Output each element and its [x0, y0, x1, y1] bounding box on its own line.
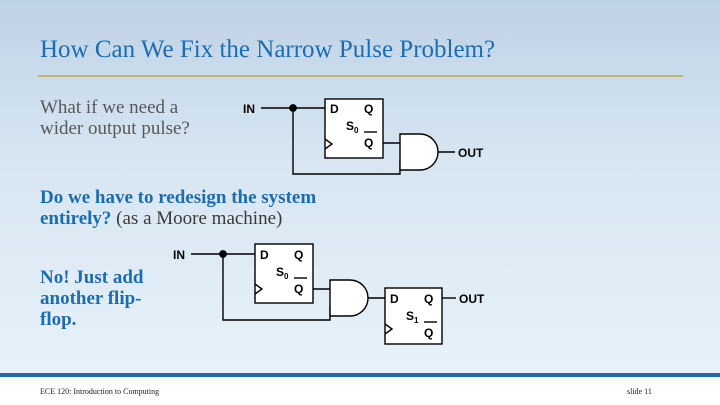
title-divider — [38, 75, 683, 77]
c1-and-gate — [399, 133, 439, 171]
c1-ff-state: S0 — [346, 119, 359, 135]
c2-ff1-state: S1 — [406, 309, 419, 325]
c1-clock-triangle — [324, 138, 334, 150]
c2-and-gate — [329, 279, 369, 317]
c2-ff1-d: D — [390, 292, 399, 306]
c2-ff0-qbar: Q — [294, 282, 303, 296]
c1-ff-q: Q — [364, 102, 373, 116]
footer-slide-number: slide 11 — [627, 387, 652, 396]
c2-ff0-state: S0 — [276, 265, 289, 281]
c1-ff-d: D — [330, 102, 339, 116]
answer-line-1: No! Just add — [40, 267, 144, 288]
footer — [0, 377, 720, 405]
c1-ff-qbar: Q — [364, 136, 373, 150]
c2-output-label: OUT — [459, 292, 485, 306]
c2-ff0-d: D — [260, 248, 269, 262]
circuit-1: IN D Q Q S0 OUT — [243, 98, 484, 175]
c1-input-label: IN — [243, 102, 255, 116]
intro-line-1: What if we need a — [40, 97, 179, 118]
question-line-2: entirely? — [40, 208, 112, 229]
c2-flipflop-0 — [254, 243, 314, 304]
question-line-1: Do we have to redesign the system — [40, 187, 317, 208]
question-aside: (as a Moore machine) — [111, 208, 283, 229]
c2-ff1-qbar: Q — [424, 326, 433, 340]
c2-input-label: IN — [173, 248, 185, 262]
footer-divider — [0, 373, 720, 377]
question-text: Do we have to redesign the system entire… — [40, 187, 316, 229]
footer-course: ECE 120: Introduction to Computing — [40, 387, 160, 396]
c2-ff0-q: Q — [294, 248, 303, 262]
c1-flipflop — [324, 98, 384, 159]
c2-ff1-q: Q — [424, 292, 433, 306]
c2-ff1-clock-triangle — [384, 323, 394, 335]
answer-text: No! Just add another flip- flop. — [40, 267, 200, 330]
intro-text: What if we need a wider output pulse? — [40, 97, 190, 139]
c1-output-label: OUT — [458, 146, 484, 160]
slide-title: How Can We Fix the Narrow Pulse Problem? — [40, 36, 496, 63]
intro-line-2: wider output pulse? — [40, 118, 190, 139]
answer-line-2: another flip- — [40, 288, 142, 309]
circuit-2: IN D Q Q S0 D Q Q S1 OUT — [173, 243, 485, 345]
c2-ff0-clock-triangle — [254, 283, 264, 295]
answer-line-3: flop. — [40, 309, 77, 330]
c2-flipflop-1 — [384, 287, 443, 345]
